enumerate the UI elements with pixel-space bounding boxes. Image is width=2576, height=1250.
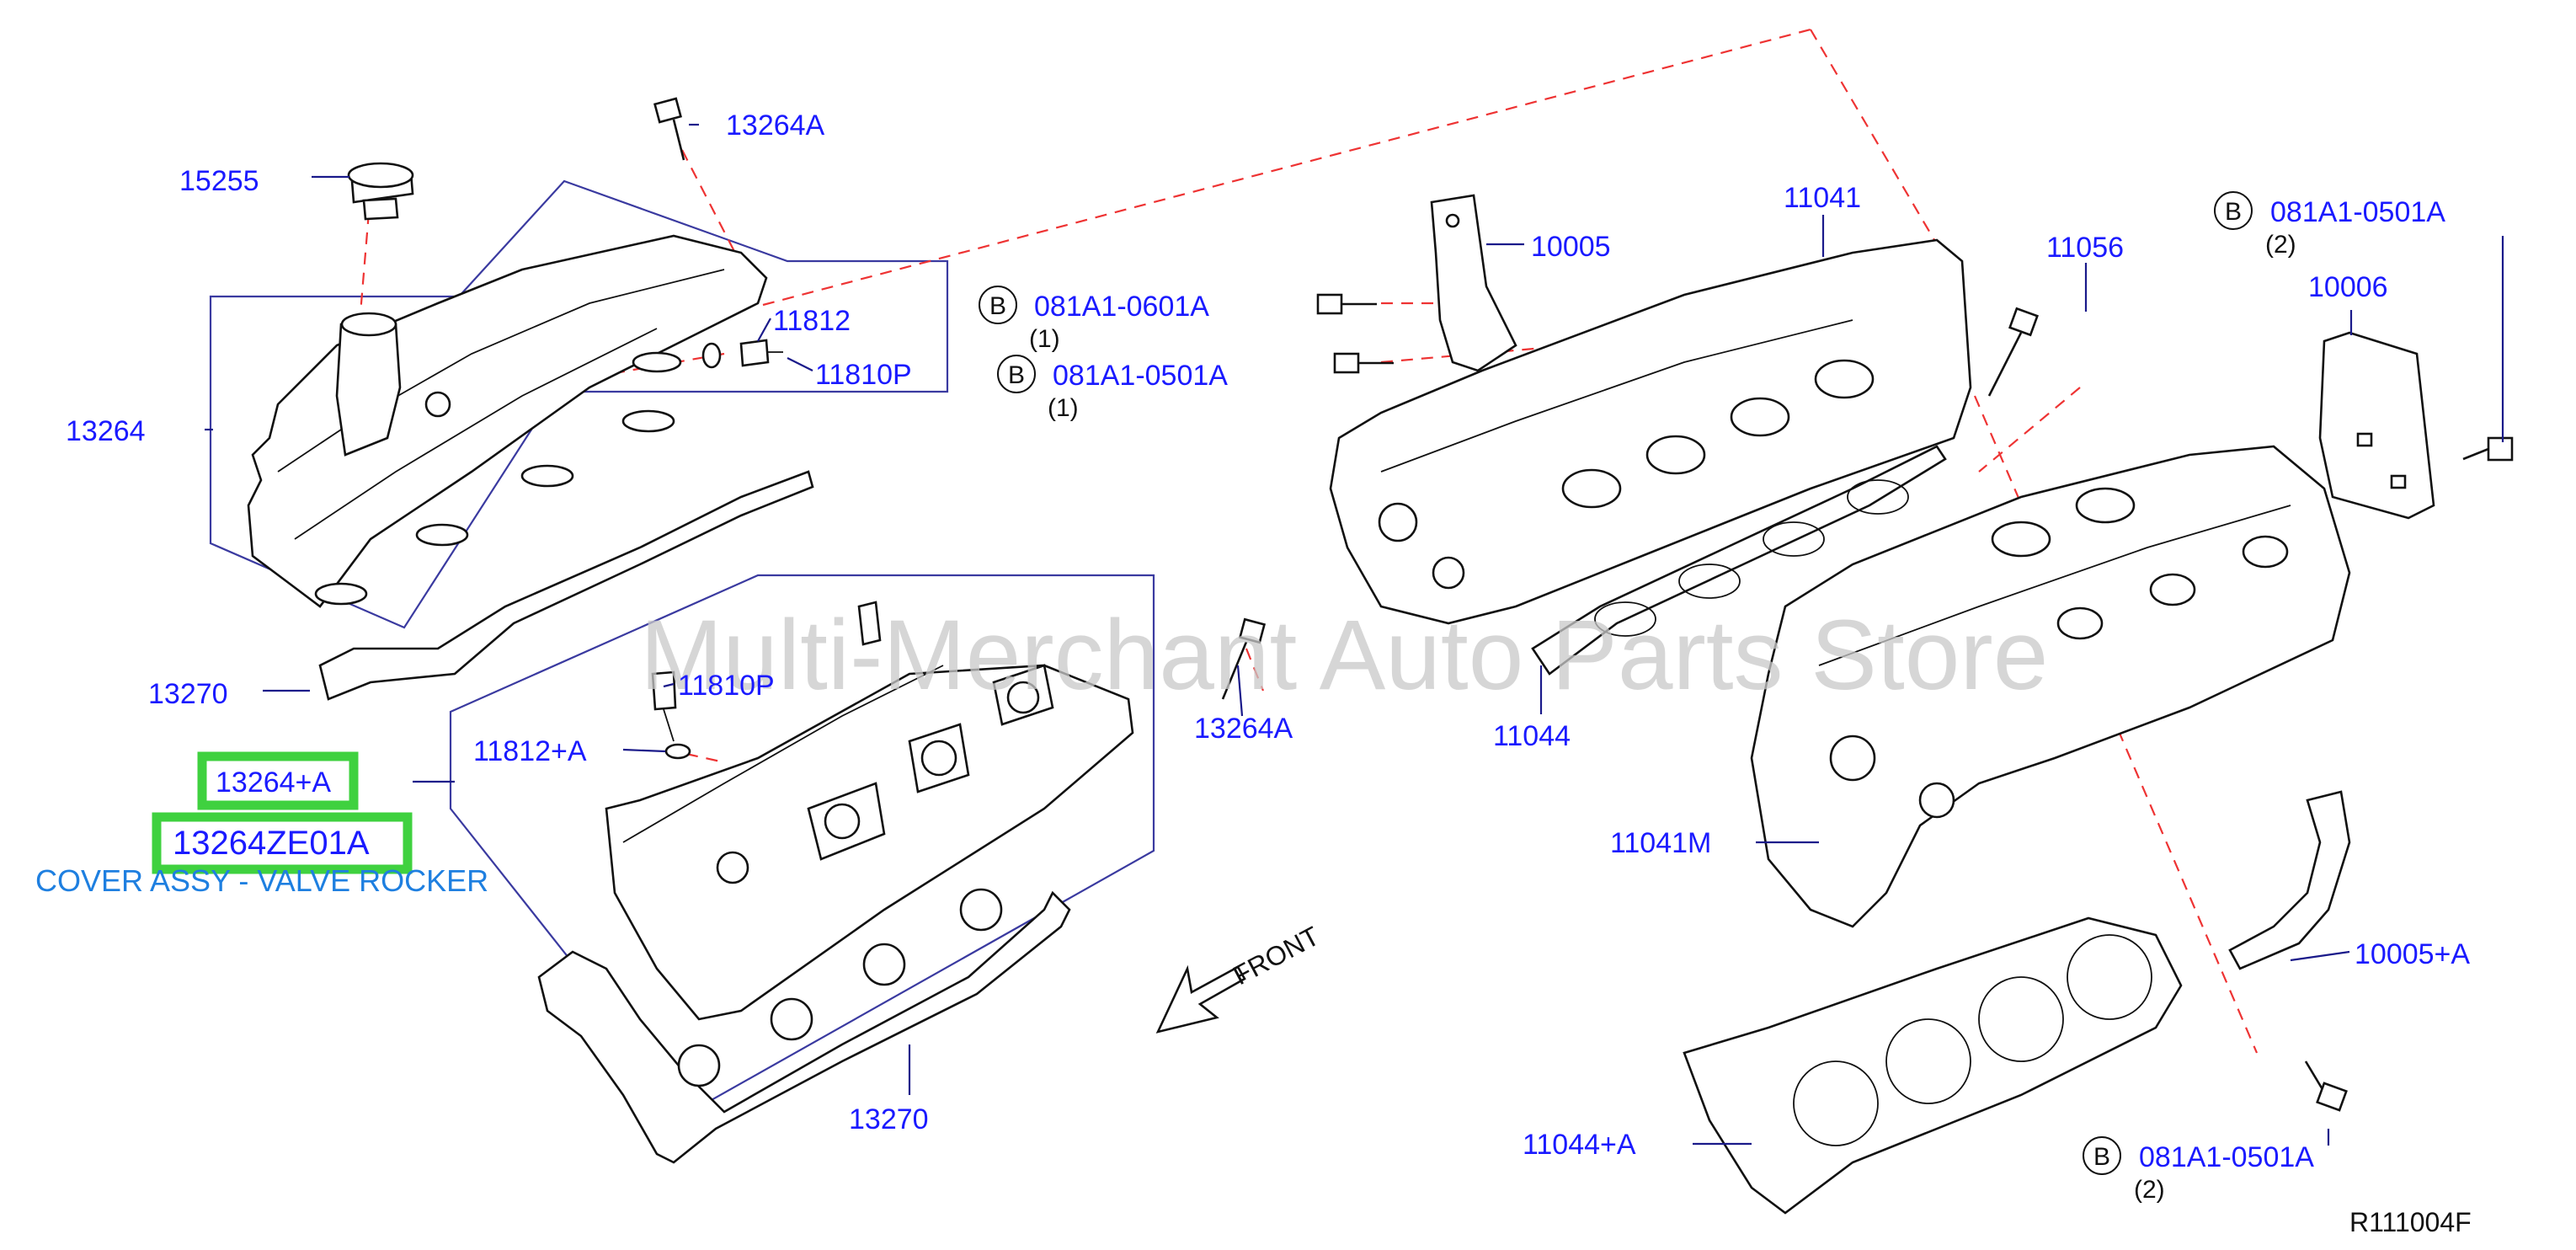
bolt-081a1-right [2462, 436, 2514, 462]
label-13270-bottom[interactable]: 13270 [849, 1103, 929, 1135]
front-arrow [1155, 964, 1246, 1034]
bolt-callout-1-qty: (1) [1029, 325, 1060, 353]
head-gasket-11044 [1531, 445, 1947, 676]
label-11812a[interactable]: 11812+A [473, 735, 587, 767]
diagram-code: R111004F [2349, 1207, 2472, 1237]
highlight-description: COVER ASSY - VALVE ROCKER [35, 863, 488, 898]
bolt-callout-2[interactable]: B 081A1-0501A (1) [997, 355, 1228, 422]
upper-rocker-cover [247, 234, 768, 608]
bolt-callout-1-part: 081A1-0601A [1034, 291, 1209, 323]
bracket-10005 [1430, 194, 1517, 372]
label-15255[interactable]: 15255 [179, 165, 259, 197]
bolt-callout-4[interactable]: B 081A1-0501A (2) [2083, 1136, 2314, 1204]
highlight-oem-number[interactable]: 13264ZE01A [173, 825, 370, 862]
bolt-13264a-top [653, 97, 685, 161]
gasket-13270-lower [537, 888, 1071, 1164]
bolt-callout-4-qty: (2) [2134, 1176, 2165, 1204]
head-gasket-11044a [1683, 916, 2183, 1215]
bolt-13264a-mid [1221, 617, 1267, 700]
label-10005a[interactable]: 10005+A [2355, 938, 2470, 970]
cylinder-head-11041m [1750, 445, 2351, 928]
label-11041[interactable]: 11041 [1784, 182, 1861, 214]
gasket-13270-upper [318, 470, 814, 701]
leader-lines [205, 123, 2504, 1146]
bolt-11056 [1987, 307, 2039, 397]
bolt-081a1-lower [2304, 1060, 2348, 1112]
label-13264a-top[interactable]: 13264A [726, 110, 825, 142]
label-13264[interactable]: 13264 [66, 415, 146, 447]
bolt-callout-1[interactable]: B 081A1-0601A (1) [979, 286, 1209, 353]
bolt-callout-3-letter: B [2225, 198, 2242, 226]
lower-cover-frame [449, 574, 1155, 1114]
bolt-callout-2-letter: B [1008, 361, 1025, 389]
label-11044a[interactable]: 11044+A [1523, 1129, 1636, 1161]
sensor-mid [651, 670, 691, 760]
label-10006[interactable]: 10006 [2308, 271, 2388, 303]
label-11041m[interactable]: 11041M [1610, 827, 1711, 859]
label-11810p-mid[interactable]: 11810P [678, 670, 775, 702]
bolt-callout-3-part: 081A1-0501A [2270, 196, 2445, 228]
highlight-box-part-number [197, 751, 359, 810]
label-13264a-mid[interactable]: 13264A [1194, 713, 1293, 745]
label-11044[interactable]: 11044 [1493, 720, 1571, 752]
bolt-callout-4-part: 081A1-0501A [2139, 1141, 2314, 1173]
label-13270-left[interactable]: 13270 [148, 678, 228, 710]
bracket-10005a [2228, 790, 2351, 970]
front-label: FRONT [1228, 921, 1324, 991]
watermark: Multi-Merchant Auto Parts Store [640, 600, 2048, 711]
oil-filler-cap [347, 162, 414, 221]
label-11056[interactable]: 11056 [2046, 232, 2124, 264]
bolt-callout-1-letter: B [989, 292, 1006, 320]
bolt-callout-2-qty: (1) [1048, 394, 1079, 422]
bolt-callout-4-letter: B [2093, 1143, 2110, 1171]
bolts-081a1-upper [1316, 293, 1394, 374]
label-10005[interactable]: 10005 [1531, 231, 1611, 263]
sensor-upper [701, 339, 783, 369]
highlight-part-number[interactable]: 13264+A [216, 767, 331, 799]
bolt-callout-2-part: 081A1-0501A [1053, 360, 1228, 392]
plate-10006 [2318, 331, 2435, 520]
label-11812[interactable]: 11812 [773, 305, 851, 337]
highlight-box-oem-number [152, 812, 413, 874]
lower-rocker-cover [605, 601, 1134, 1021]
cylinder-head-11041 [1329, 238, 1972, 625]
bolt-callout-3[interactable]: B 081A1-0501A (2) [2214, 191, 2445, 259]
bolt-callout-3-qty: (2) [2265, 231, 2296, 259]
label-11810p-top[interactable]: 11810P [815, 359, 912, 391]
